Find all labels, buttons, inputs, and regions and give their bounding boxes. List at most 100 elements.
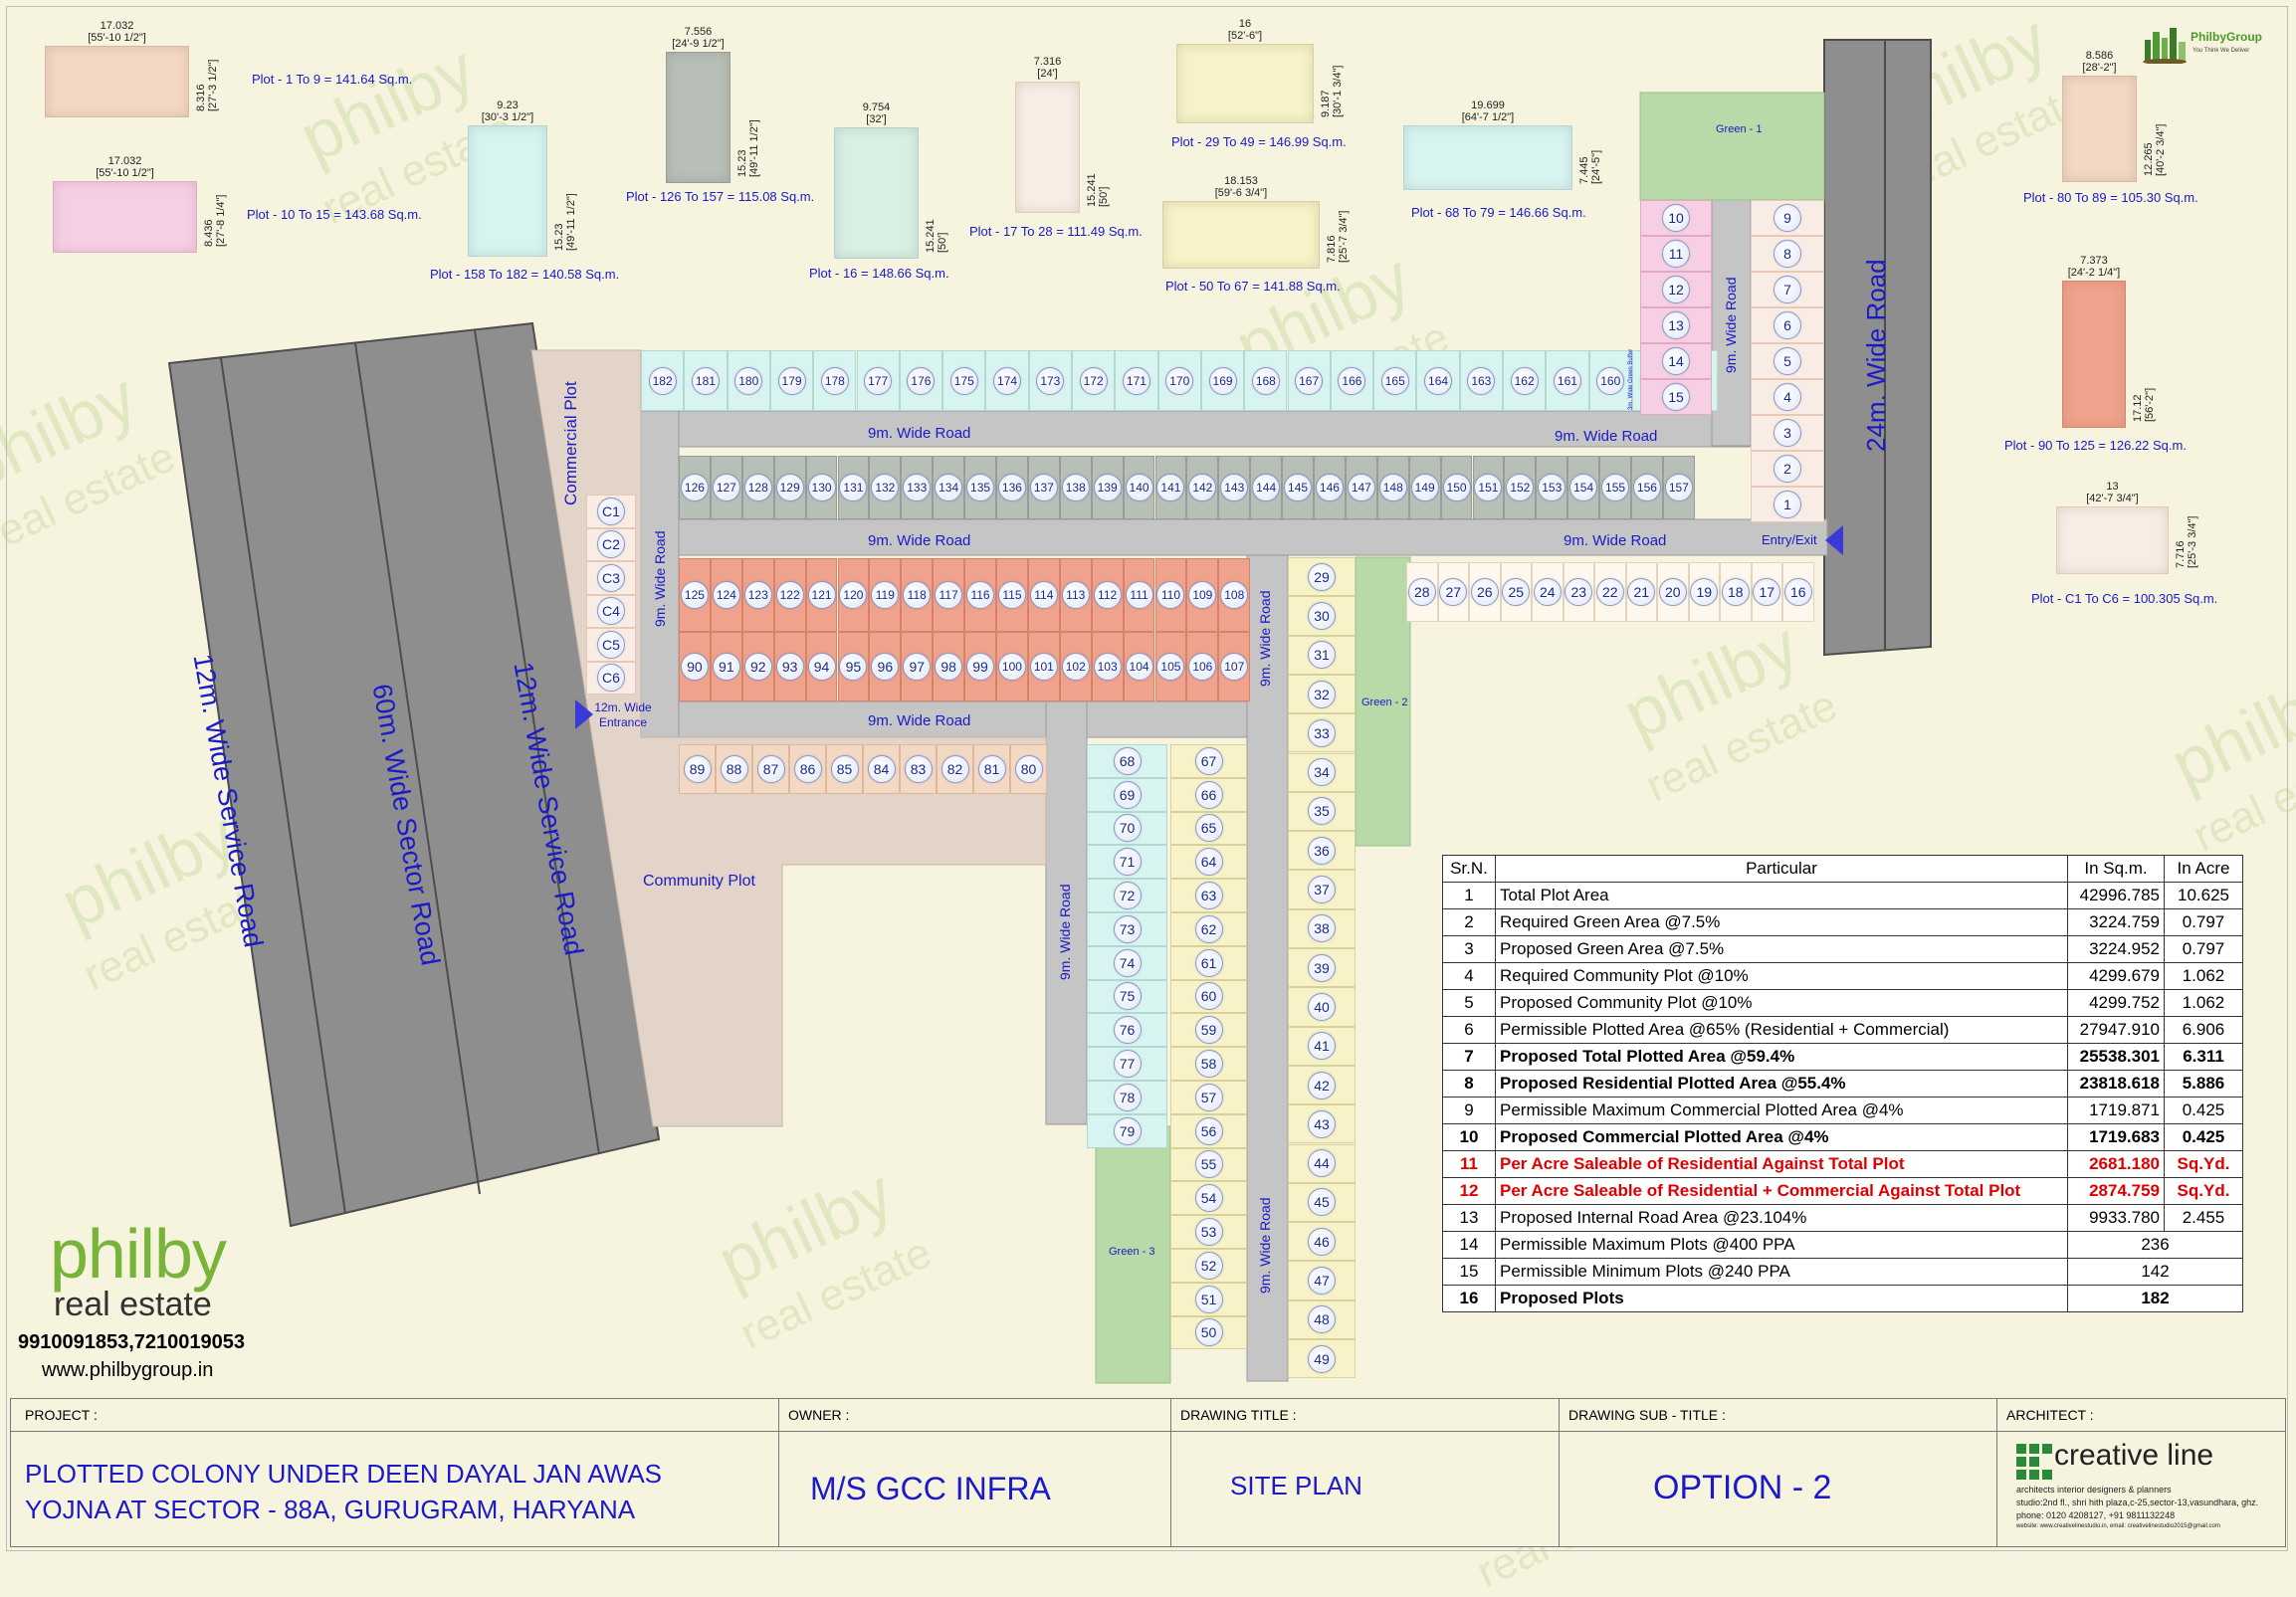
- plot-53[interactable]: 53: [1170, 1215, 1247, 1249]
- plot-149[interactable]: 149: [1408, 456, 1441, 519]
- plot-C6[interactable]: C6: [586, 661, 636, 695]
- plot-171[interactable]: 171: [1115, 350, 1158, 411]
- plot-156[interactable]: 156: [1631, 456, 1663, 519]
- plot-14[interactable]: 14: [1640, 343, 1712, 379]
- plot-150[interactable]: 150: [1440, 456, 1473, 519]
- plot-174[interactable]: 174: [985, 350, 1029, 411]
- plot-82[interactable]: 82: [937, 744, 973, 794]
- plot-71[interactable]: 71: [1087, 845, 1167, 880]
- plot-7[interactable]: 7: [1751, 272, 1824, 307]
- plot-153[interactable]: 153: [1536, 456, 1568, 519]
- plot-97[interactable]: 97: [901, 632, 934, 701]
- plot-151[interactable]: 151: [1472, 456, 1505, 519]
- plot-63[interactable]: 63: [1170, 879, 1247, 912]
- plot-80[interactable]: 80: [1010, 744, 1047, 794]
- plot-78[interactable]: 78: [1087, 1081, 1167, 1114]
- plot-69[interactable]: 69: [1087, 777, 1167, 812]
- plot-109[interactable]: 109: [1186, 558, 1219, 632]
- plot-54[interactable]: 54: [1170, 1181, 1247, 1216]
- plot-52[interactable]: 52: [1170, 1249, 1247, 1283]
- plot-173[interactable]: 173: [1028, 350, 1072, 411]
- plot-31[interactable]: 31: [1288, 635, 1356, 675]
- plot-4[interactable]: 4: [1751, 379, 1824, 415]
- plot-123[interactable]: 123: [741, 558, 774, 632]
- plot-107[interactable]: 107: [1218, 632, 1251, 701]
- plot-181[interactable]: 181: [684, 350, 728, 411]
- plot-121[interactable]: 121: [805, 558, 838, 632]
- plot-98[interactable]: 98: [933, 632, 965, 701]
- plot-21[interactable]: 21: [1625, 562, 1657, 622]
- plot-106[interactable]: 106: [1186, 632, 1219, 701]
- plot-142[interactable]: 142: [1186, 456, 1219, 519]
- plot-33[interactable]: 33: [1288, 713, 1356, 753]
- plot-10[interactable]: 10: [1640, 200, 1712, 236]
- plot-3[interactable]: 3: [1751, 415, 1824, 451]
- plot-145[interactable]: 145: [1282, 456, 1314, 519]
- plot-84[interactable]: 84: [863, 744, 900, 794]
- plot-76[interactable]: 76: [1087, 1013, 1167, 1048]
- plot-79[interactable]: 79: [1087, 1113, 1167, 1148]
- plot-48[interactable]: 48: [1288, 1299, 1356, 1339]
- plot-100[interactable]: 100: [996, 632, 1028, 701]
- plot-155[interactable]: 155: [1599, 456, 1631, 519]
- plot-C5[interactable]: C5: [586, 628, 636, 662]
- plot-122[interactable]: 122: [773, 558, 806, 632]
- plot-64[interactable]: 64: [1170, 845, 1247, 880]
- plot-161[interactable]: 161: [1546, 350, 1589, 411]
- plot-89[interactable]: 89: [679, 744, 716, 794]
- plot-162[interactable]: 162: [1503, 350, 1547, 411]
- plot-25[interactable]: 25: [1500, 562, 1532, 622]
- plot-60[interactable]: 60: [1170, 979, 1247, 1014]
- plot-172[interactable]: 172: [1072, 350, 1116, 411]
- plot-5[interactable]: 5: [1751, 343, 1824, 379]
- plot-160[interactable]: 160: [1588, 350, 1632, 411]
- plot-113[interactable]: 113: [1059, 558, 1092, 632]
- plot-47[interactable]: 47: [1288, 1261, 1356, 1300]
- plot-23[interactable]: 23: [1563, 562, 1594, 622]
- plot-152[interactable]: 152: [1504, 456, 1537, 519]
- plot-38[interactable]: 38: [1288, 908, 1356, 948]
- plot-99[interactable]: 99: [964, 632, 996, 701]
- plot-2[interactable]: 2: [1751, 451, 1824, 487]
- plot-103[interactable]: 103: [1091, 632, 1124, 701]
- plot-43[interactable]: 43: [1288, 1104, 1356, 1144]
- plot-26[interactable]: 26: [1469, 562, 1501, 622]
- plot-28[interactable]: 28: [1406, 562, 1438, 622]
- plot-86[interactable]: 86: [789, 744, 826, 794]
- plot-180[interactable]: 180: [727, 350, 770, 411]
- plot-94[interactable]: 94: [805, 632, 838, 701]
- plot-35[interactable]: 35: [1288, 791, 1356, 832]
- plot-29[interactable]: 29: [1288, 557, 1356, 597]
- plot-40[interactable]: 40: [1288, 987, 1356, 1027]
- plot-101[interactable]: 101: [1027, 632, 1060, 701]
- plot-62[interactable]: 62: [1170, 912, 1247, 946]
- plot-75[interactable]: 75: [1087, 979, 1167, 1014]
- plot-91[interactable]: 91: [710, 632, 742, 701]
- plot-39[interactable]: 39: [1288, 948, 1356, 988]
- plot-129[interactable]: 129: [773, 456, 806, 519]
- plot-13[interactable]: 13: [1640, 307, 1712, 343]
- plot-55[interactable]: 55: [1170, 1147, 1247, 1182]
- plot-37[interactable]: 37: [1288, 870, 1356, 909]
- plot-163[interactable]: 163: [1459, 350, 1503, 411]
- plot-118[interactable]: 118: [901, 558, 934, 632]
- plot-19[interactable]: 19: [1688, 562, 1720, 622]
- plot-8[interactable]: 8: [1751, 236, 1824, 272]
- plot-70[interactable]: 70: [1087, 811, 1167, 846]
- plot-117[interactable]: 117: [933, 558, 965, 632]
- plot-93[interactable]: 93: [773, 632, 806, 701]
- plot-167[interactable]: 167: [1287, 350, 1331, 411]
- plot-134[interactable]: 134: [933, 456, 965, 519]
- plot-45[interactable]: 45: [1288, 1182, 1356, 1223]
- plot-135[interactable]: 135: [964, 456, 996, 519]
- plot-126[interactable]: 126: [679, 456, 711, 519]
- plot-132[interactable]: 132: [869, 456, 902, 519]
- plot-68[interactable]: 68: [1087, 744, 1167, 778]
- plot-56[interactable]: 56: [1170, 1113, 1247, 1148]
- plot-77[interactable]: 77: [1087, 1047, 1167, 1081]
- plot-164[interactable]: 164: [1416, 350, 1460, 411]
- plot-57[interactable]: 57: [1170, 1081, 1247, 1114]
- plot-16[interactable]: 16: [1782, 562, 1814, 622]
- plot-88[interactable]: 88: [716, 744, 752, 794]
- plot-12[interactable]: 12: [1640, 272, 1712, 307]
